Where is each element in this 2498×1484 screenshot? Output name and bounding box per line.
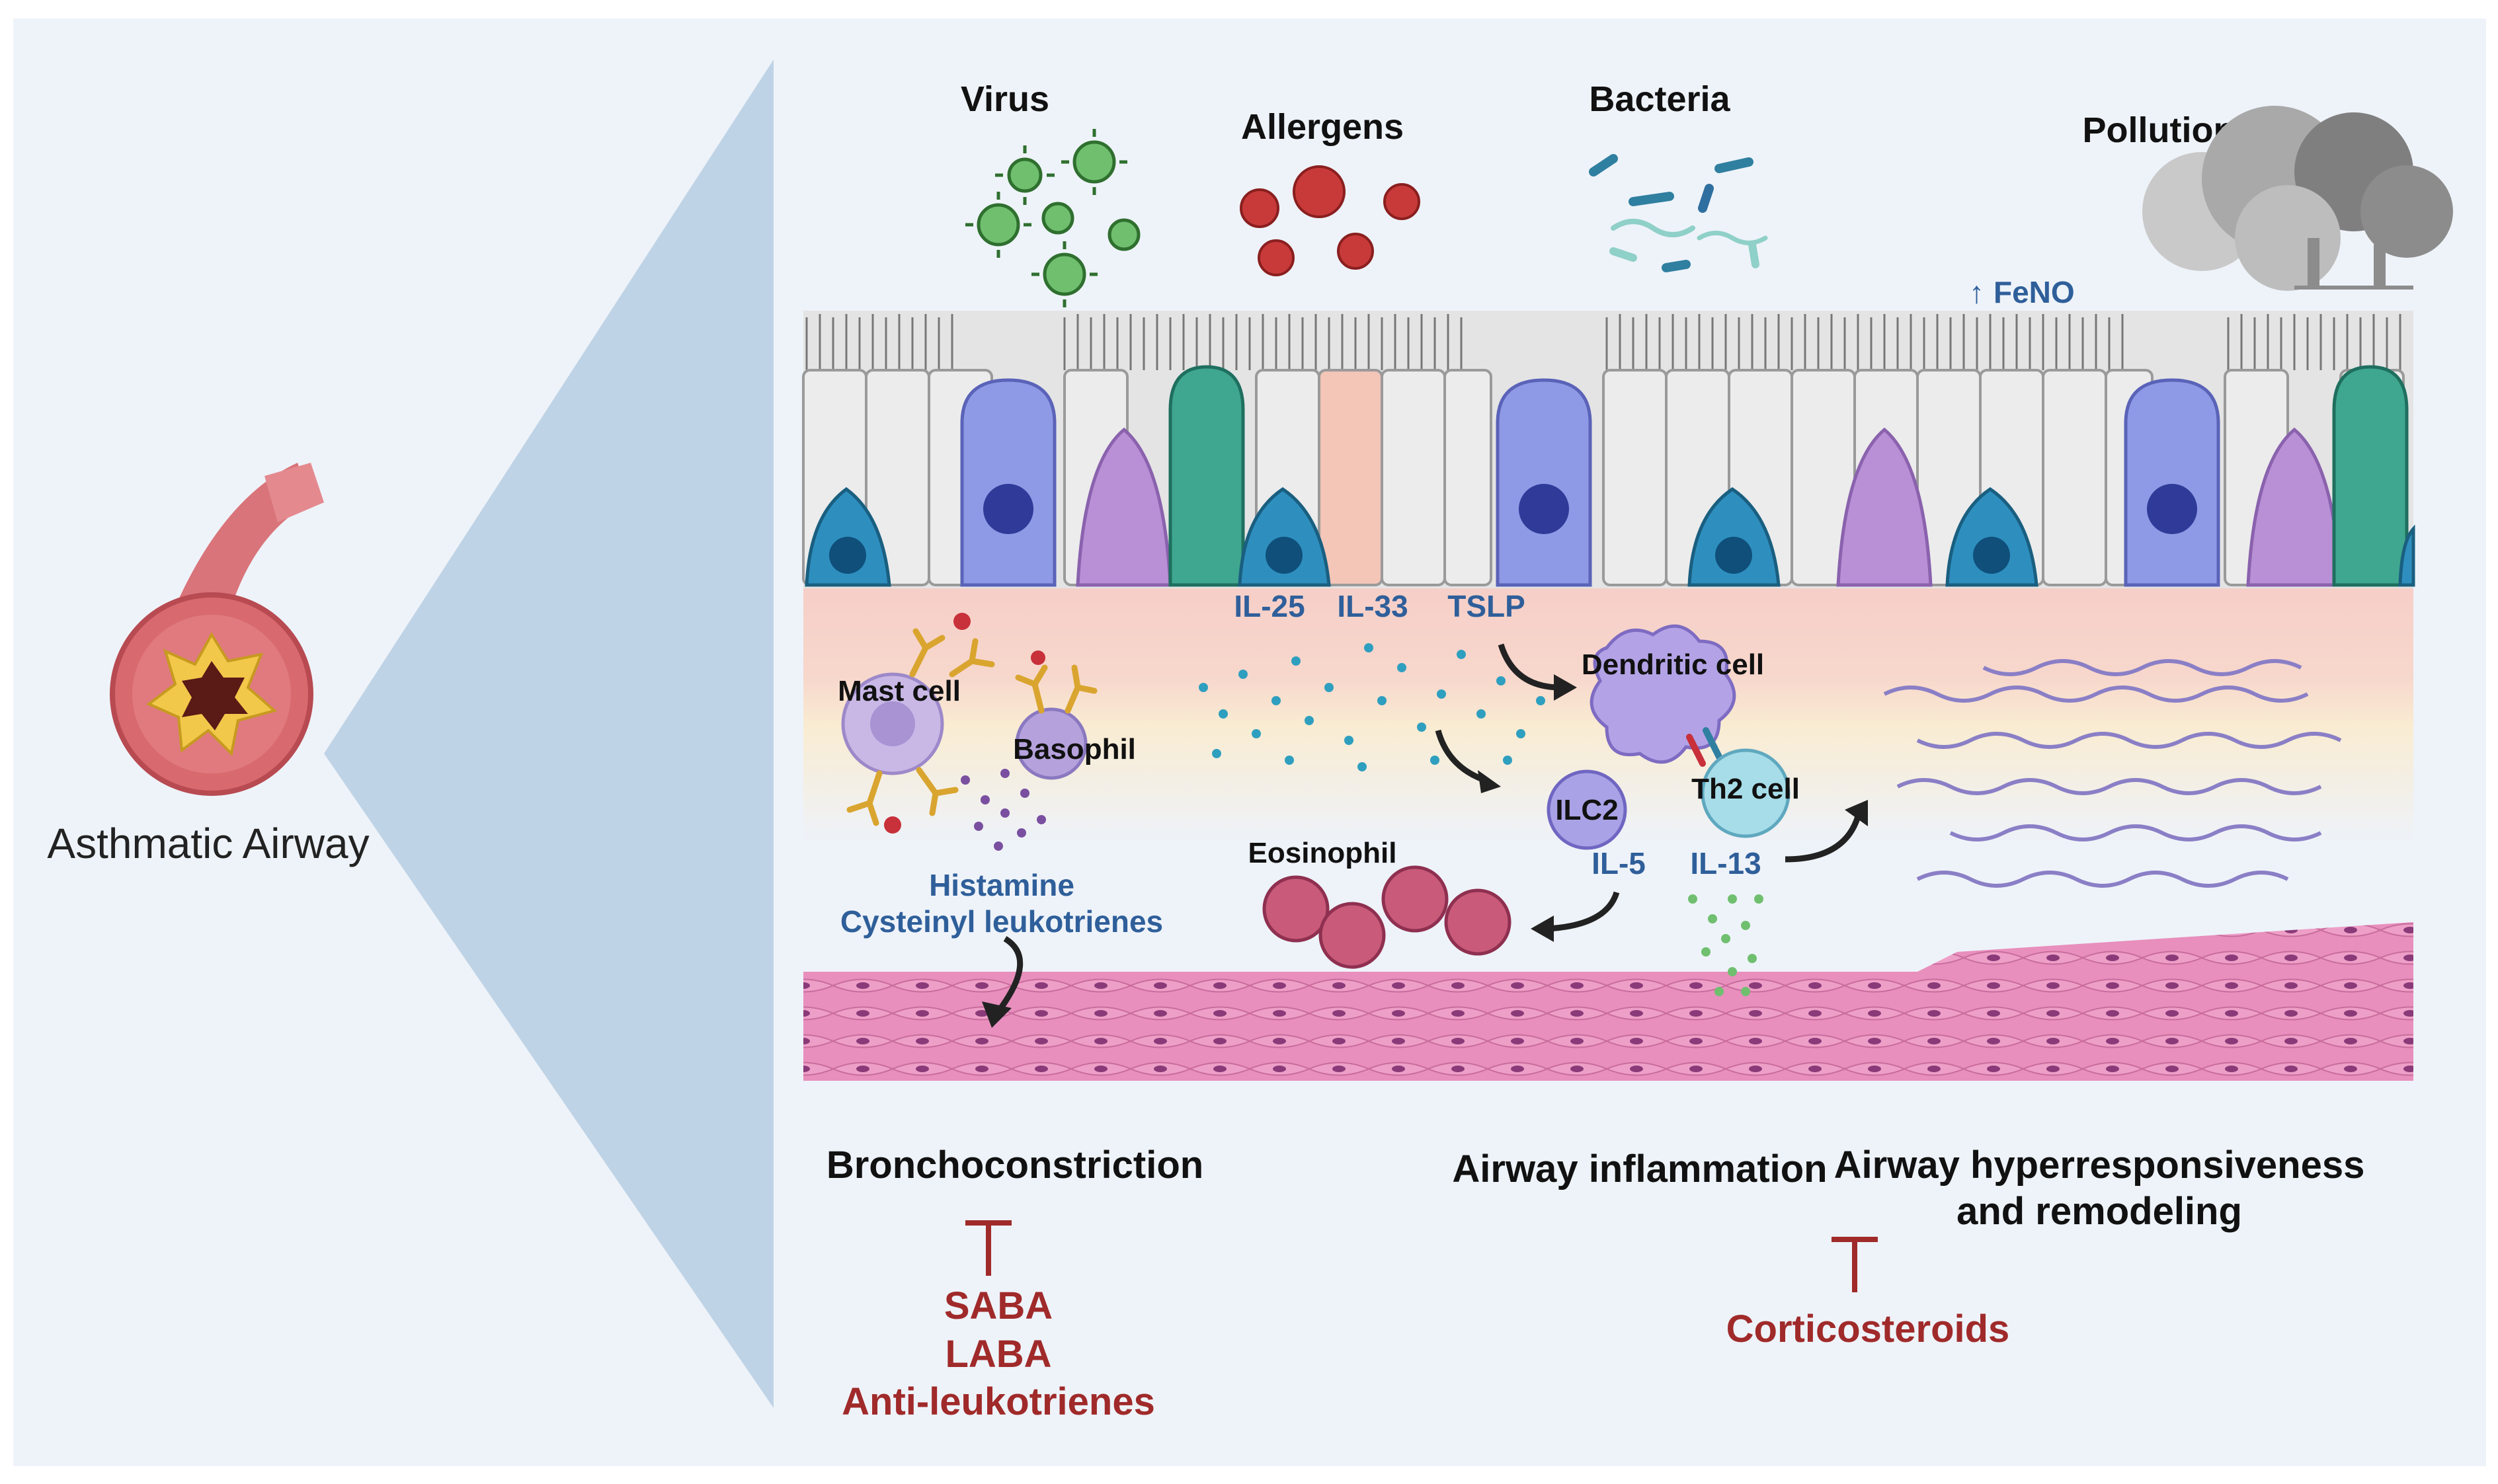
virus-particles	[977, 140, 1141, 296]
club-cells	[1076, 427, 2343, 587]
airway-illustration	[110, 463, 324, 796]
ilc2-label: ILC2	[1555, 794, 1618, 826]
tslp-label: TSLP	[1447, 589, 1525, 623]
il33-label: IL-33	[1337, 589, 1408, 623]
bacteria-shapes	[1589, 154, 1768, 272]
basal-nuclei	[829, 537, 2010, 574]
treatment-laba: LABA	[945, 1333, 1051, 1376]
pollution-label: Pollution	[2083, 110, 2236, 150]
cytokine-dots	[1199, 643, 1545, 771]
smooth-muscle	[803, 922, 2413, 1081]
bacteria-label: Bacteria	[1589, 79, 1730, 119]
ciliated-green-cells	[1168, 365, 2409, 587]
cilia	[805, 314, 2401, 370]
goblet-cells	[960, 378, 2220, 587]
bronchoconstriction-label: Bronchoconstriction	[826, 1144, 1203, 1187]
airway-label: Asthmatic Airway	[47, 820, 369, 867]
basophil	[1015, 707, 1088, 780]
goblet-nuclei	[983, 484, 2197, 534]
allergen-particles	[1240, 165, 1420, 276]
il13-label: IL-13	[1690, 846, 1761, 880]
collagen-fibers	[1883, 659, 2342, 888]
mhc-receptor	[1686, 727, 1722, 767]
pathway-arrows	[996, 643, 1861, 1013]
allergen-dots	[884, 613, 1045, 834]
histamine-label: Histamine	[929, 868, 1074, 902]
treatment-corticosteroids: Corticosteroids	[1726, 1308, 2010, 1350]
basophil-label: Basophil	[1013, 733, 1136, 765]
il25-label: IL-25	[1234, 589, 1305, 623]
airway-inflammation-label: Airway inflammation	[1452, 1148, 1827, 1191]
th2-cell-label: Th2 cell	[1691, 773, 1800, 805]
ige-antibodies	[846, 628, 1098, 826]
eosinophils	[1262, 865, 1511, 969]
eosinophil-label: Eosinophil	[1248, 837, 1397, 869]
arrowheads	[982, 674, 1868, 1028]
th2-cell	[1701, 748, 1791, 838]
leukotrienes-label: Cysteinyl leukotrienes	[840, 904, 1163, 939]
treatment-saba: SABA	[944, 1284, 1053, 1327]
mast-cell-nucleus	[870, 701, 915, 746]
remodeling-label-line1: Airway hyperresponsiveness	[1834, 1144, 2365, 1187]
treatment-anti-leukotrienes: Anti-leukotrienes	[842, 1380, 1155, 1423]
ilc2-cell	[1547, 769, 1627, 850]
allergens-label: Allergens	[1241, 107, 1404, 147]
virus-label: Virus	[961, 79, 1049, 119]
dendritic-cell-label: Dendritic cell	[1582, 648, 1764, 681]
mast-cell-label: Mast cell	[838, 675, 961, 707]
pollution-cloud	[2142, 106, 2453, 291]
il5-label: IL-5	[1591, 846, 1646, 880]
mediator-dots	[961, 769, 1046, 851]
virus-spikes	[965, 129, 1127, 307]
feno-arrow: ↑	[1969, 275, 1984, 309]
il13-dots	[1688, 894, 1763, 996]
remodeling-label-line2: and remodeling	[1956, 1190, 2242, 1233]
feno-label: FeNO	[1994, 275, 2075, 309]
inhibition-symbols	[965, 1220, 1878, 1292]
zoom-wedge	[324, 59, 774, 1408]
